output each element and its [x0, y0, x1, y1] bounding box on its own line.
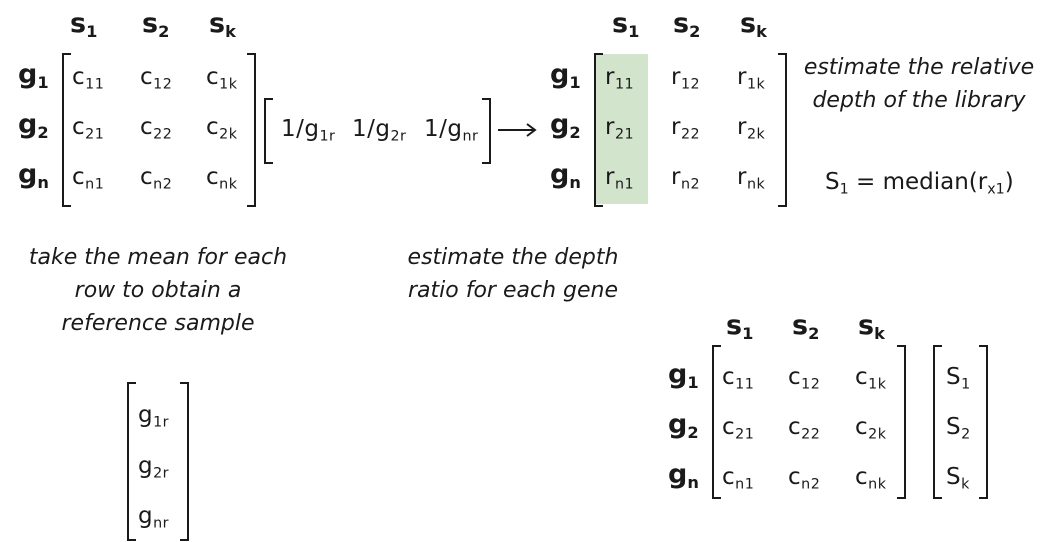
annotation-mean-row-line2: row to obtain a [74, 278, 242, 303]
rm-col-header-sk: sk [740, 8, 767, 42]
fm-col-header-s2: s2 [792, 310, 820, 344]
cm-col-header-s1: s1 [70, 8, 98, 42]
rm-cell-r1k: r1k [737, 64, 766, 93]
fm-cell-c22: c22 [788, 414, 821, 443]
cm-cell-cn2: cn2 [140, 164, 173, 193]
rm-col-header-s2: s2 [673, 8, 701, 42]
cm-cell-cnk: cnk [206, 164, 238, 193]
fm-cell-cn2: cn2 [788, 464, 821, 493]
ref-left-bracket [127, 382, 136, 541]
rm-row-header-gn: gn [550, 159, 581, 193]
fm-cell-c21: c21 [722, 414, 755, 443]
annotation-mean-row-line3: reference sample [61, 311, 255, 336]
sf-left-bracket [933, 345, 942, 499]
annotation-depth-ratio-line2: ratio for each gene [408, 278, 618, 303]
rm-right-bracket [778, 53, 787, 207]
sf-right-bracket [979, 345, 988, 499]
fm-cell-cn1: cn1 [722, 464, 755, 493]
cm-row-header-gn: gn [18, 159, 49, 193]
rm-cell-rnk: rnk [737, 164, 766, 193]
annotation-relative-depth-line2: depth of the library [812, 88, 1026, 113]
rm-cell-r2k: r2k [737, 114, 766, 143]
cm-cell-cn1: cn1 [72, 164, 105, 193]
fm-col-header-sk: sk [858, 310, 885, 344]
median-formula: S1 = median(rx1) [825, 169, 1014, 198]
sf-cell-s2: S2 [946, 414, 971, 443]
cm-col-header-s2: s2 [142, 8, 170, 42]
fm-cell-c2k: c2k [855, 414, 887, 443]
recip-right-bracket [482, 98, 491, 164]
fm-cell-cnk: cnk [855, 464, 887, 493]
ratio-first-column-highlight [596, 54, 648, 204]
ref-cell-g1r: g1r [138, 402, 170, 431]
cm-cell-c22: c22 [140, 114, 173, 143]
cm-row-header-g2: g2 [18, 109, 49, 143]
fm-cell-c12: c12 [788, 364, 821, 393]
annotation-relative-depth: estimate the relative depth of the libra… [800, 51, 1038, 117]
recip-left-bracket [264, 98, 273, 164]
cm-cell-c11: c11 [72, 64, 105, 93]
rm-row-header-g2: g2 [550, 109, 581, 143]
recip-cell-n: 1/gnr [424, 116, 479, 145]
sf-cell-sk: Sk [946, 464, 970, 493]
rm-row-header-g1: g1 [550, 59, 581, 93]
fm-row-header-g2: g2 [668, 409, 699, 443]
recip-cell-2: 1/g2r [352, 116, 407, 145]
cm-col-header-sk: sk [209, 8, 236, 42]
annotation-depth-ratio-line1: estimate the depth [407, 245, 619, 270]
right-arrow-icon [498, 123, 537, 137]
rm-cell-r12: r12 [671, 64, 701, 93]
annotation-mean-row-line1: take the mean for each [28, 245, 288, 270]
rm-cell-rn2: rn2 [671, 164, 701, 193]
rm-cell-r22: r22 [671, 114, 701, 143]
annotation-depth-ratio: estimate the depth ratio for each gene [395, 241, 631, 307]
recip-cell-1: 1/g1r [281, 116, 336, 145]
rm-col-header-s1: s1 [612, 8, 640, 42]
ref-right-bracket [180, 382, 189, 541]
cm-left-bracket [62, 53, 71, 207]
cm-cell-c2k: c2k [206, 114, 238, 143]
fm-row-header-g1: g1 [668, 359, 699, 393]
fm-left-bracket [712, 345, 721, 499]
fm-row-header-gn: gn [668, 459, 699, 493]
rm-cell-rn1: rn1 [605, 164, 635, 193]
ref-cell-gnr: gnr [138, 503, 169, 532]
fm-cell-c1k: c1k [855, 364, 887, 393]
ref-cell-g2r: g2r [138, 453, 170, 482]
cm-cell-c21: c21 [72, 114, 105, 143]
cm-right-bracket [247, 53, 256, 207]
fm-right-bracket [897, 345, 906, 499]
rm-left-bracket [594, 53, 603, 207]
cm-cell-c12: c12 [140, 64, 173, 93]
cm-cell-c1k: c1k [206, 64, 238, 93]
annotation-mean-row: take the mean for each row to obtain a r… [18, 241, 298, 340]
rm-cell-r11: r11 [605, 64, 635, 93]
annotation-relative-depth-line1: estimate the relative [803, 55, 1035, 80]
fm-col-header-s1: s1 [726, 310, 754, 344]
fm-cell-c11: c11 [722, 364, 755, 393]
cm-row-header-g1: g1 [18, 59, 49, 93]
sf-cell-s1: S1 [946, 364, 971, 393]
rm-cell-r21: r21 [605, 114, 635, 143]
